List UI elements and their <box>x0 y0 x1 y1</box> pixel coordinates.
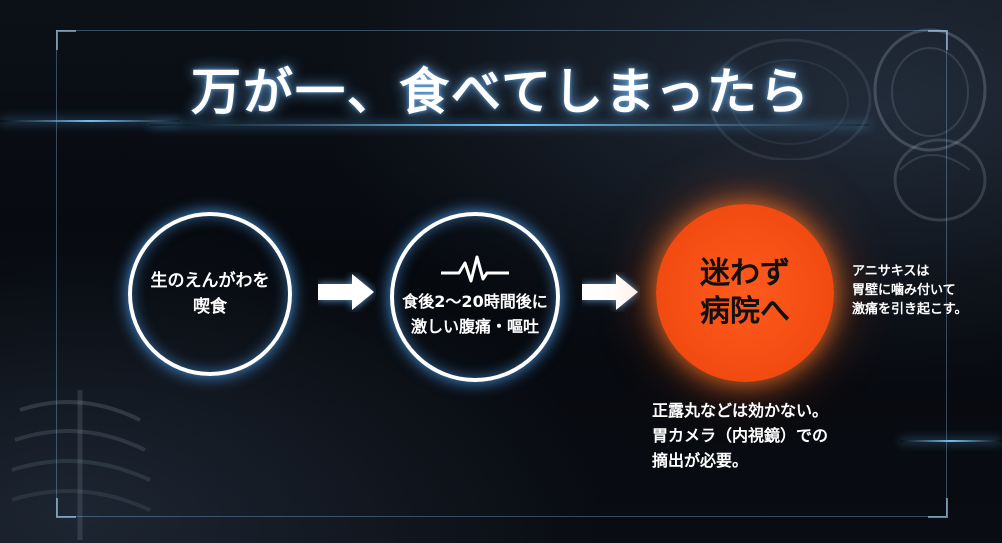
frame-top-line <box>56 30 946 31</box>
step-2-text: 食後2～20時間後に 激しい腹痛・嘔吐 <box>402 292 548 336</box>
step-1-text: 生のえんがわを 喫食 <box>150 271 270 317</box>
skull-scan-decoration <box>708 38 872 160</box>
step-circle-2: 食後2～20時間後に 激しい腹痛・嘔吐 <box>390 212 560 382</box>
side-note: アニサキスは 胃壁に噛み付いて 激痛を引き起こす。 <box>852 264 968 317</box>
right-arrow-icon <box>318 274 374 310</box>
frame-left-line <box>56 30 57 516</box>
frame-right-line <box>946 30 947 516</box>
frame-bottom-line <box>56 516 946 517</box>
page-title: 万が一、食べてしまったら <box>191 63 811 121</box>
heartbeat-icon <box>441 255 509 283</box>
frame-corner-bottom-left <box>56 498 76 518</box>
frame-corner-bottom-right <box>928 498 948 518</box>
frame-corner-top-left <box>56 30 76 50</box>
glow-line-right <box>900 440 1002 442</box>
bottom-note: 正露丸などは効かない。 胃カメラ（内視鏡）での 摘出が必要。 <box>652 401 829 470</box>
right-arrow-icon <box>582 274 638 310</box>
frame-corner-top-right <box>928 30 948 50</box>
step-circle-1: 生のえんがわを 喫食 <box>128 212 292 376</box>
glow-line-left <box>0 120 180 122</box>
ribcage-scan-decoration <box>11 390 151 540</box>
final-step-circle: 迷わず 病院へ <box>656 204 834 382</box>
final-step-text: 迷わず 病院へ <box>700 256 790 329</box>
glow-line-under-title <box>150 124 870 126</box>
